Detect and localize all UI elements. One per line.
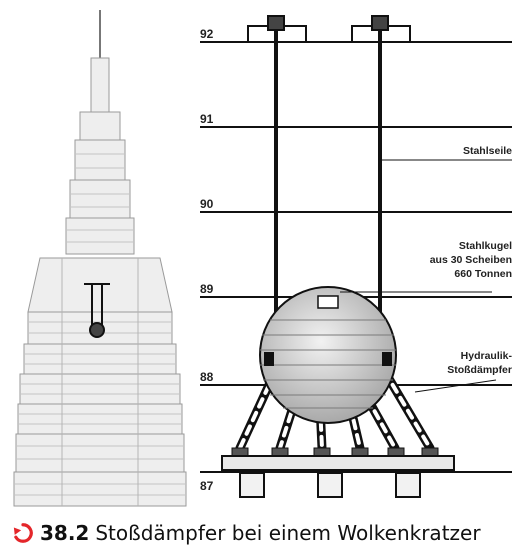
label-damper-line1: Hydraulik-	[461, 350, 513, 362]
steel-sphere	[259, 286, 397, 424]
floor-label-88: 88	[200, 370, 214, 384]
label-sphere-line2: aus 30 Scheiben	[430, 254, 512, 266]
label-sphere-line1: Stahlkugel	[459, 240, 512, 252]
figure-caption: 38.2 Stoßdämpfer bei einem Wolkenkratzer	[12, 515, 481, 551]
floor-label-90: 90	[200, 197, 214, 211]
leader-lines	[340, 159, 512, 393]
cable-anchors	[247, 15, 411, 43]
label-sphere-line3: 660 Tonnen	[454, 268, 512, 280]
return-arrow-icon	[13, 523, 33, 543]
caption-text: Stoßdämpfer bei einem Wolkenkratzer	[95, 521, 481, 545]
label-damper-line2: Stoßdämpfer	[447, 364, 512, 376]
damper-diagram: 92 91 90 89 88 87	[13, 10, 513, 507]
steel-cables	[274, 30, 382, 318]
damper-feet	[231, 447, 439, 457]
label-steel-cables: Stahlseile	[463, 145, 512, 157]
base-platform	[221, 455, 455, 498]
floor-label-92: 92	[200, 27, 214, 41]
caption-number: 38.2	[40, 521, 90, 545]
building-silhouette	[13, 10, 187, 507]
floor-label-87: 87	[200, 479, 214, 493]
floor-label-89: 89	[200, 282, 214, 296]
building-damper-mini	[84, 283, 110, 338]
floor-label-91: 91	[200, 112, 214, 126]
